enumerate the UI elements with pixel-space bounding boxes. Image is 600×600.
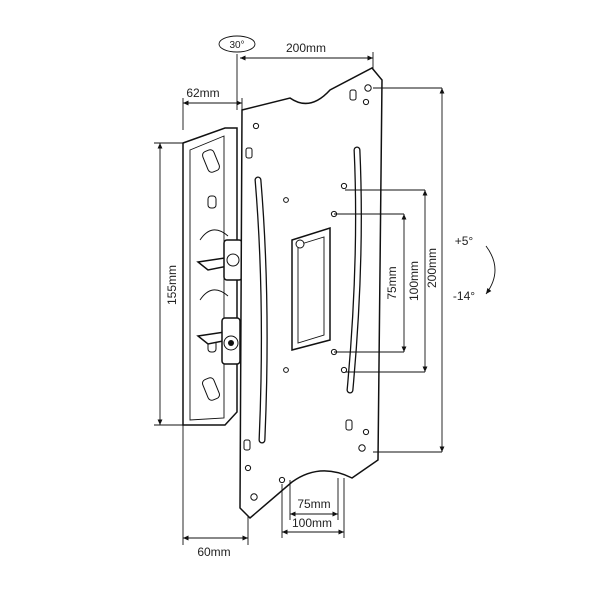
outer-height-label: 200mm xyxy=(425,248,439,288)
dim-wall-plate-width: 60mm xyxy=(182,425,249,559)
tilt-up-label: +5° xyxy=(455,234,474,248)
arm-width-label: 62mm xyxy=(186,86,219,100)
tilt-down-label: -14° xyxy=(453,289,475,303)
dim-bottom-100: 100mm xyxy=(281,478,345,538)
wall-plate-width-label: 60mm xyxy=(197,545,230,559)
dim-outer-height: 200mm xyxy=(373,87,445,453)
swivel-indicator: 30° xyxy=(218,35,256,110)
tilt-indicator: +5° -14° xyxy=(453,234,496,303)
dim-arm-width: 62mm xyxy=(182,86,243,130)
swivel-arc-icon xyxy=(218,35,256,53)
vesa-plate xyxy=(239,67,383,520)
swivel-label: 30° xyxy=(229,40,244,51)
width-top-label: 200mm xyxy=(286,41,326,55)
dim-inner-75: 75mm xyxy=(334,213,407,353)
dim-inner-100: 100mm xyxy=(345,189,428,373)
dim-bottom-75: 75mm xyxy=(289,478,339,520)
inner-75-label: 75mm xyxy=(385,266,399,299)
dim-wall-plate-height: 155mm xyxy=(154,142,183,426)
bottom-75-label: 75mm xyxy=(297,497,330,511)
tilt-arrow-icon xyxy=(485,245,496,295)
hinge-arms xyxy=(196,239,251,365)
wall-plate-height-label: 155mm xyxy=(165,265,179,305)
inner-100-label: 100mm xyxy=(407,261,421,301)
bottom-100-label: 100mm xyxy=(292,516,332,530)
